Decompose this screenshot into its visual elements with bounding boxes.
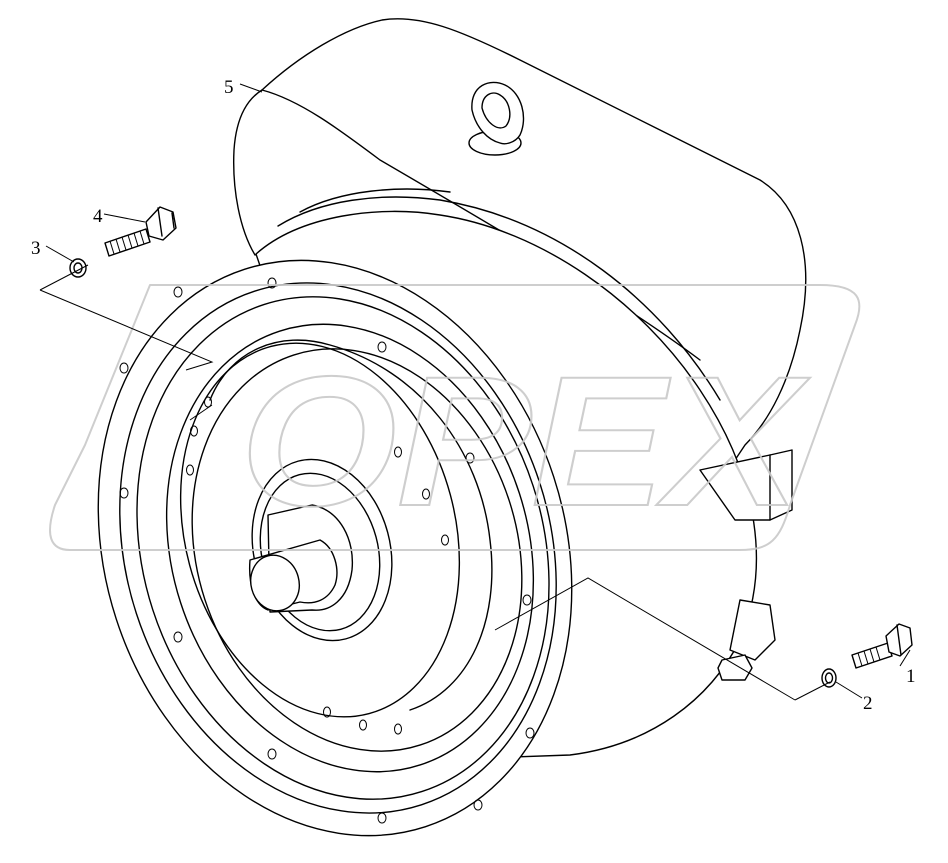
leader-lines xyxy=(39,83,911,701)
callout-4: 4 xyxy=(93,206,103,227)
bolt-part-1 xyxy=(851,623,913,669)
callout-2: 2 xyxy=(863,693,873,714)
output-shaft xyxy=(248,504,354,613)
washer-part-2 xyxy=(821,668,837,688)
washer-part-3 xyxy=(69,258,87,278)
callout-labels: 5 4 3 2 1 xyxy=(31,77,916,714)
lifting-eye xyxy=(468,81,525,156)
flange-bolt-holes xyxy=(119,277,535,824)
callout-3: 3 xyxy=(31,238,41,259)
watermark-text: OPEX xyxy=(240,339,810,545)
bolt-part-4 xyxy=(104,206,177,257)
plate-holes xyxy=(186,396,449,735)
callout-1: 1 xyxy=(906,666,916,687)
callout-5: 5 xyxy=(224,77,234,98)
watermark-logo: OPEX xyxy=(49,284,861,551)
